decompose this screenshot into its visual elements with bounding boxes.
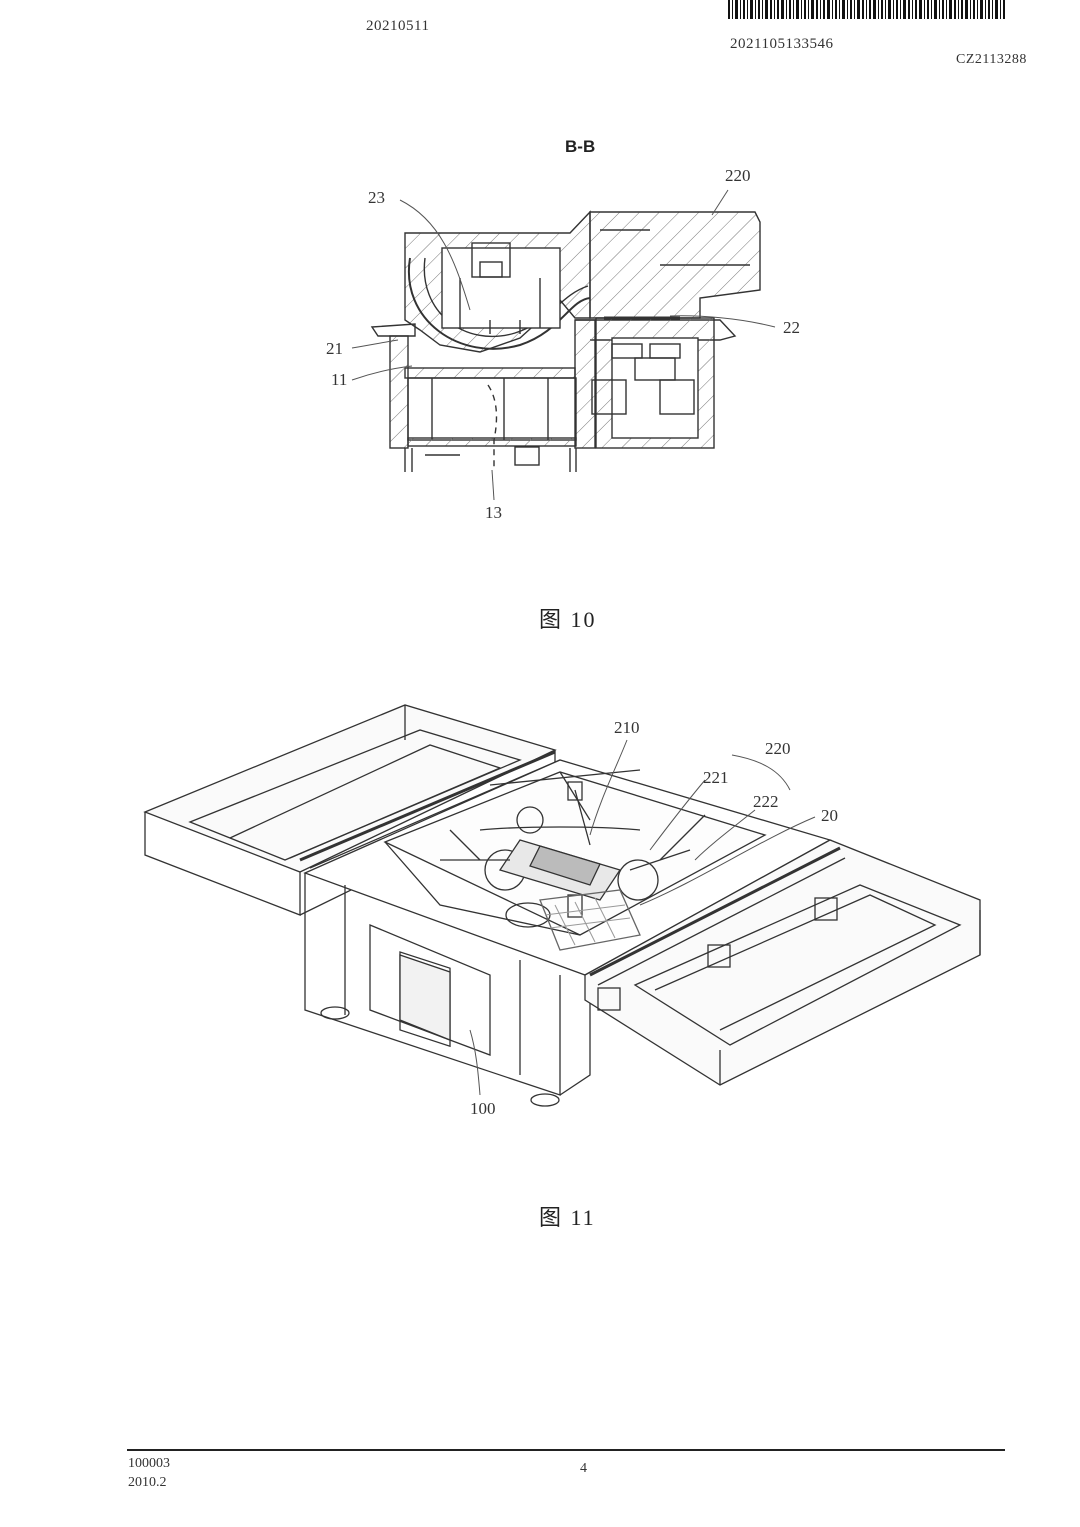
fig10-ref-23: 23 — [368, 188, 385, 207]
footer-code: 100003 — [128, 1456, 170, 1471]
figure11-caption: 图 11 — [539, 1205, 596, 1230]
figure10-caption: 图 10 — [539, 607, 597, 632]
fig10-ref-220: 220 — [725, 166, 751, 185]
fig11-ref-100: 100 — [470, 1099, 496, 1118]
fig11-ref-221: 221 — [703, 768, 729, 787]
fig10-ref-11: 11 — [331, 370, 348, 389]
fig11-ref-20: 20 — [821, 806, 838, 825]
footer-version: 2010.2 — [128, 1475, 167, 1490]
page-number: 4 — [580, 1461, 587, 1476]
fig10-ref-22: 22 — [783, 318, 800, 337]
fig11-ref-222: 222 — [753, 792, 779, 811]
footer-divider — [127, 1449, 1005, 1451]
figure10-section-label: B-B — [565, 137, 596, 156]
barcode — [728, 0, 1005, 19]
fig10-ref-21: 21 — [326, 339, 343, 358]
header-code: CZ2113288 — [956, 52, 1027, 67]
fig10-ref-13: 13 — [485, 503, 502, 522]
fig11-ref-220: 220 — [765, 739, 791, 758]
fig11-ref-210: 210 — [614, 718, 640, 737]
header-date: 20210511 — [366, 18, 430, 34]
header-doc-number: 2021105133546 — [730, 36, 834, 52]
